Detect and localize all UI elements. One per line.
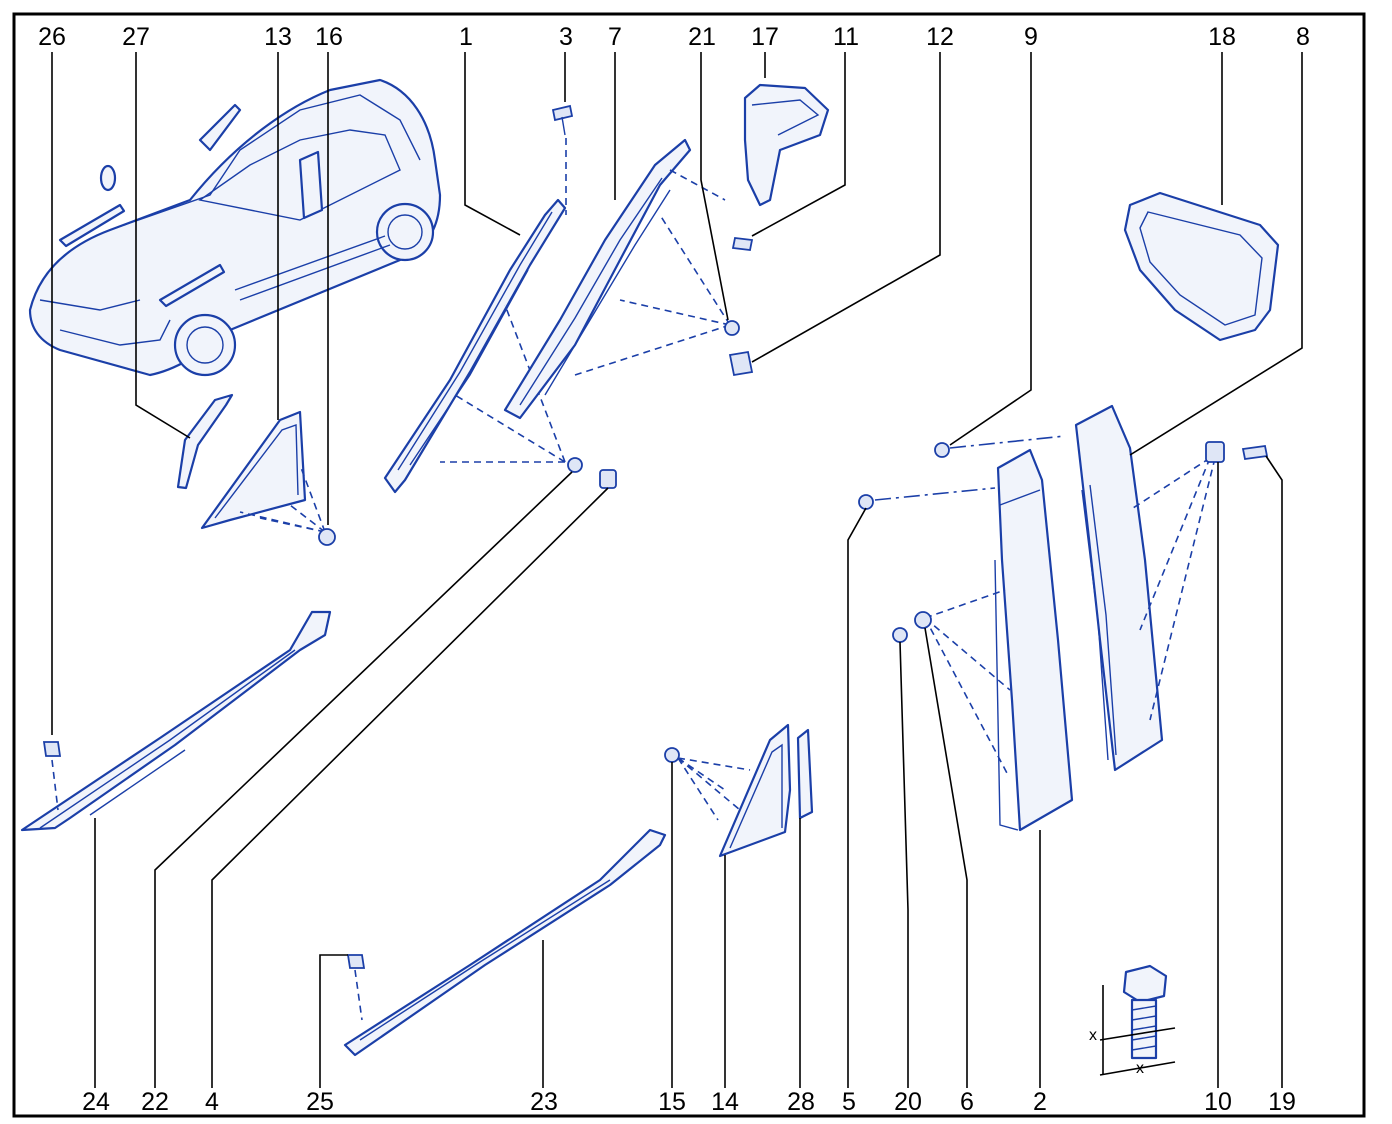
part-12-nut bbox=[728, 350, 754, 377]
part-3-screw bbox=[551, 104, 574, 136]
callout-10: 10 bbox=[1204, 1088, 1232, 1116]
callout-8: 8 bbox=[1296, 23, 1310, 51]
part-19-screw bbox=[1241, 444, 1269, 461]
callout-16: 16 bbox=[315, 23, 343, 51]
part-15-clip bbox=[664, 747, 680, 763]
part-11-screw bbox=[731, 237, 754, 251]
dimension-label-x-horizontal: x bbox=[1136, 1060, 1144, 1077]
part-27-strip bbox=[176, 393, 234, 490]
dimension-label-x-vertical: x bbox=[1089, 1027, 1097, 1044]
part-26-clip bbox=[42, 741, 62, 757]
callout-13: 13 bbox=[264, 23, 292, 51]
part-17-mirror-base bbox=[743, 83, 830, 207]
callout-6: 6 bbox=[960, 1088, 974, 1116]
callout-14: 14 bbox=[711, 1088, 739, 1116]
part-2-bpillar-trim bbox=[996, 448, 1074, 832]
part-4-nut bbox=[599, 469, 617, 489]
part-24-sill-trim bbox=[20, 610, 332, 832]
callout-9: 9 bbox=[1024, 23, 1038, 51]
bolt-dimension-detail: x x bbox=[1089, 964, 1176, 1077]
callout-26: 26 bbox=[38, 23, 66, 51]
callout-7: 7 bbox=[608, 23, 622, 51]
part-9-screw bbox=[934, 442, 950, 458]
part-18-quarter-trim bbox=[1123, 191, 1280, 342]
callout-15: 15 bbox=[658, 1088, 686, 1116]
part-22-clip bbox=[567, 457, 583, 473]
part-21-clip bbox=[724, 320, 740, 336]
leader-lines bbox=[51, 52, 1303, 1088]
callout-17: 17 bbox=[751, 23, 779, 51]
part-6-clip bbox=[914, 611, 932, 629]
callout-18: 18 bbox=[1208, 23, 1236, 51]
part-25-clip bbox=[346, 954, 366, 969]
part-10-nut bbox=[1205, 441, 1225, 463]
callout-24: 24 bbox=[82, 1088, 110, 1116]
part-28-strip bbox=[796, 728, 814, 820]
callout-20: 20 bbox=[894, 1088, 922, 1116]
part-5-screw bbox=[858, 494, 874, 510]
diagram-frame bbox=[12, 12, 1366, 1118]
callout-11: 11 bbox=[833, 23, 859, 51]
vehicle-overview-drawing bbox=[28, 78, 442, 377]
callout-1: 1 bbox=[459, 23, 473, 51]
callout-22: 22 bbox=[141, 1088, 169, 1116]
part-23-sill-trim bbox=[343, 828, 667, 1057]
callout-4: 4 bbox=[205, 1088, 219, 1116]
callout-27: 27 bbox=[122, 23, 150, 51]
callout-2: 2 bbox=[1033, 1088, 1047, 1116]
callout-21: 21 bbox=[688, 23, 716, 51]
callout-3: 3 bbox=[559, 23, 573, 51]
part-20-clip bbox=[892, 627, 908, 643]
callout-19: 19 bbox=[1268, 1088, 1296, 1116]
callout-25: 25 bbox=[306, 1088, 334, 1116]
callout-23: 23 bbox=[530, 1088, 558, 1116]
callout-28: 28 bbox=[787, 1088, 815, 1116]
callout-12: 12 bbox=[926, 23, 954, 51]
part-13-triangle-trim bbox=[200, 410, 307, 530]
callout-5: 5 bbox=[842, 1088, 856, 1116]
part-16-clip bbox=[318, 528, 336, 546]
part-8-pillar-appliqué bbox=[1074, 404, 1164, 772]
